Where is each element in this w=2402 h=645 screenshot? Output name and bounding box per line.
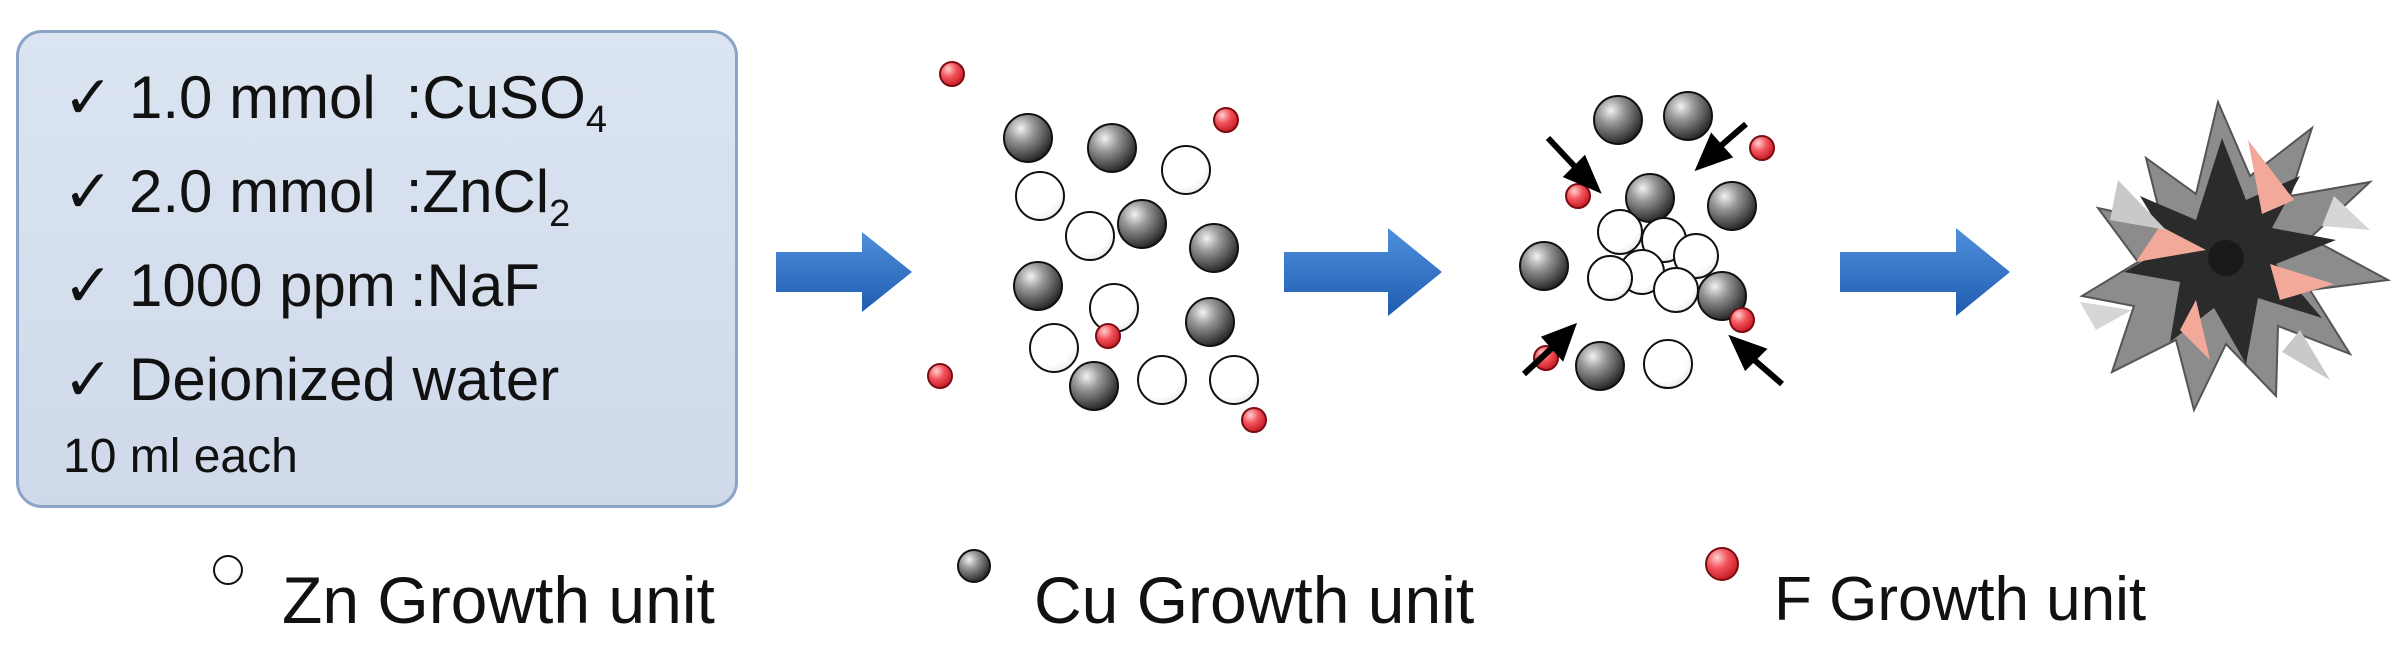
- process-arrow-1: [776, 232, 912, 312]
- zn-growth-unit: [1209, 355, 1259, 405]
- recipe-subscript: 2: [549, 193, 571, 235]
- cu-growth-unit: [1519, 241, 1569, 291]
- recipe-subscript: 4: [585, 99, 607, 141]
- recipe-line-cuso4: ✓1.0 mmol:CuSO4: [63, 63, 607, 155]
- cu-growth-unit: [1189, 223, 1239, 273]
- recipe-note: 10 ml each: [63, 430, 298, 483]
- zn-growth-unit: [1673, 233, 1719, 279]
- cu-growth-unit: [1013, 261, 1063, 311]
- zn-growth-unit: [1653, 267, 1699, 313]
- check-icon: ✓: [63, 158, 114, 225]
- inward-arrow: [1694, 121, 1748, 172]
- f-growth-unit: [1749, 135, 1775, 161]
- zn-growth-unit: [1587, 255, 1633, 301]
- recipe-amount: 1000 ppm: [129, 252, 396, 319]
- zn-growth-unit: [1137, 355, 1187, 405]
- recipe-separator: :: [405, 64, 423, 131]
- f-growth-unit: [1729, 307, 1755, 333]
- f-growth-unit: [1241, 407, 1267, 433]
- f-growth-unit: [1565, 183, 1591, 209]
- cu-growth-unit: [1117, 199, 1167, 249]
- stage-3-burst: [2079, 98, 2392, 413]
- zn-legend-icon: [213, 555, 243, 585]
- f-legend-label: F Growth unit: [1774, 565, 2147, 634]
- stage-2-aggregation: [1519, 91, 1784, 391]
- recipe-box: ✓1.0 mmol:CuSO4 ✓2.0 mmol:ZnCl2 ✓1000 pp…: [16, 30, 738, 508]
- stage-1-dispersed: [927, 61, 1267, 433]
- f-growth-unit: [939, 61, 965, 87]
- process-arrow-3: [1840, 228, 2010, 316]
- f-growth-unit: [927, 363, 953, 389]
- cu-growth-unit: [1663, 91, 1713, 141]
- recipe-formula: CuSO: [422, 64, 586, 131]
- recipe-line-zncl2: ✓2.0 mmol:ZnCl2: [63, 157, 570, 249]
- cu-growth-unit: [1185, 297, 1235, 347]
- check-icon: ✓: [63, 346, 114, 413]
- zn-growth-unit: [1161, 145, 1211, 195]
- recipe-separator: :: [405, 158, 423, 225]
- recipe-line-water: ✓Deionized water: [63, 345, 559, 415]
- cu-growth-unit: [1087, 123, 1137, 173]
- zn-growth-unit: [1015, 171, 1065, 221]
- zn-growth-unit: [1065, 211, 1115, 261]
- check-icon: ✓: [63, 252, 114, 319]
- f-growth-unit: [1533, 345, 1559, 371]
- f-legend-icon: [1705, 547, 1739, 581]
- recipe-formula: NaF: [426, 252, 540, 319]
- recipe-separator: :: [409, 252, 427, 319]
- cu-legend-icon: [957, 549, 991, 583]
- recipe-formula: ZnCl: [422, 158, 550, 225]
- f-growth-unit: [1213, 107, 1239, 133]
- zn-legend-label: Zn Growth unit: [282, 563, 715, 637]
- inward-arrow: [1728, 334, 1784, 387]
- recipe-amount: 2.0 mmol: [129, 158, 376, 225]
- zn-growth-unit: [1029, 323, 1079, 373]
- process-arrow-2: [1284, 228, 1442, 316]
- recipe-amount: 1.0 mmol: [129, 64, 376, 131]
- cu-legend-label: Cu Growth unit: [1034, 563, 1475, 637]
- zn-growth-unit: [1643, 339, 1693, 389]
- inward-arrow: [1521, 322, 1578, 377]
- cu-growth-unit: [1575, 341, 1625, 391]
- zn-growth-unit: [1597, 209, 1643, 255]
- check-icon: ✓: [63, 64, 114, 131]
- cu-growth-unit: [1593, 95, 1643, 145]
- cu-growth-unit: [1003, 113, 1053, 163]
- cu-growth-unit: [1069, 361, 1119, 411]
- recipe-line-naf: ✓1000 ppm:NaF: [63, 251, 540, 321]
- recipe-amount: Deionized water: [129, 346, 560, 413]
- f-growth-unit: [1095, 323, 1121, 349]
- cu-growth-unit: [1707, 181, 1757, 231]
- cu-growth-unit: [1697, 271, 1747, 321]
- inward-arrow: [1545, 135, 1602, 194]
